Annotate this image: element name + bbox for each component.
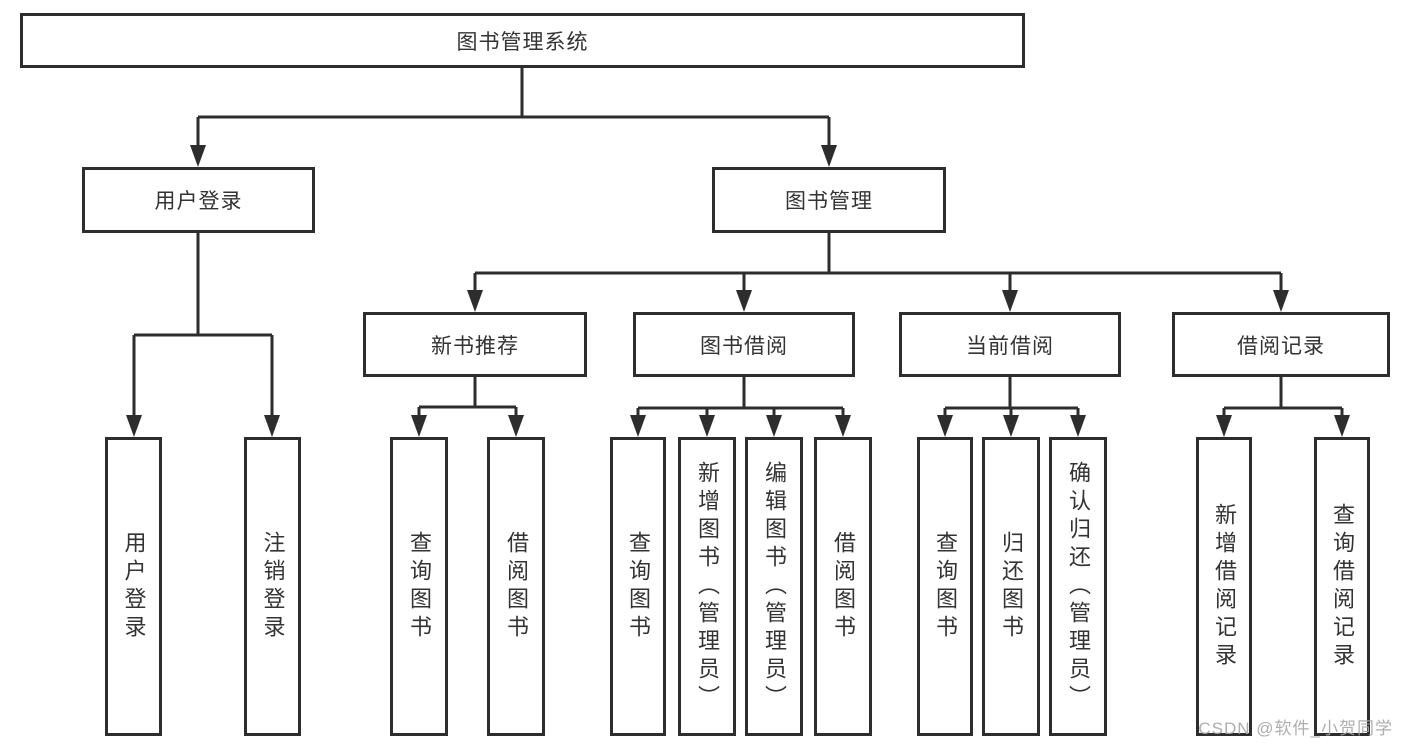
node-new-book-recommend: 新书推荐 <box>363 312 587 377</box>
node-label: 当前借阅 <box>966 334 1054 358</box>
leaf-add-book-admin: 新增图书（管理员） <box>678 437 736 736</box>
node-label: 借阅图书 <box>504 530 529 643</box>
node-label: 用户登录 <box>121 530 147 643</box>
leaf-confirm-return-admin: 确认归还（管理员） <box>1049 437 1107 736</box>
node-label: 查询图书 <box>626 530 651 643</box>
node-label: 用户登录 <box>154 190 243 213</box>
node-label: 新增图书（管理员） <box>695 460 720 713</box>
node-book-management: 图书管理 <box>712 167 946 233</box>
leaf-edit-book-admin: 编辑图书（管理员） <box>745 437 803 736</box>
node-borrow-records: 借阅记录 <box>1172 312 1390 377</box>
node-label: 确认归还（管理员） <box>1066 460 1091 713</box>
node-current-borrow: 当前借阅 <box>899 312 1121 377</box>
node-user-login: 用户登录 <box>82 167 315 233</box>
leaf-borrow-books: 借阅图书 <box>814 437 872 736</box>
watermark-text: CSDN @软件_小贺同学 <box>1198 719 1393 738</box>
node-label: 注销登录 <box>260 530 286 643</box>
leaf-borrow-books-recommend: 借阅图书 <box>487 437 545 736</box>
leaf-add-borrow-record: 新增借阅记录 <box>1196 437 1252 736</box>
node-label: 查询图书 <box>407 530 432 643</box>
node-label: 新书推荐 <box>431 334 519 358</box>
node-label: 借阅图书 <box>831 530 856 643</box>
node-label: 借阅记录 <box>1237 334 1325 358</box>
node-label: 查询借阅记录 <box>1330 502 1355 671</box>
leaf-query-books-borrow: 查询图书 <box>610 437 666 736</box>
leaf-return-book: 归还图书 <box>982 437 1040 736</box>
leaf-user-login: 用户登录 <box>105 437 162 736</box>
leaf-logout: 注销登录 <box>244 437 301 736</box>
node-book-borrow: 图书借阅 <box>633 312 855 377</box>
node-label: 新增借阅记录 <box>1212 502 1237 671</box>
node-label: 图书借阅 <box>700 334 788 358</box>
node-label: 图书管理 <box>785 190 873 213</box>
node-label: 归还图书 <box>999 530 1024 643</box>
leaf-query-books-current: 查询图书 <box>917 437 973 736</box>
leaf-query-books-recommend: 查询图书 <box>390 437 448 736</box>
node-label: 查询图书 <box>933 530 958 643</box>
node-label: 图书管理系统 <box>456 30 589 54</box>
leaf-query-borrow-record: 查询借阅记录 <box>1314 437 1370 736</box>
node-root-system: 图书管理系统 <box>20 13 1025 68</box>
node-label: 编辑图书（管理员） <box>762 460 787 713</box>
